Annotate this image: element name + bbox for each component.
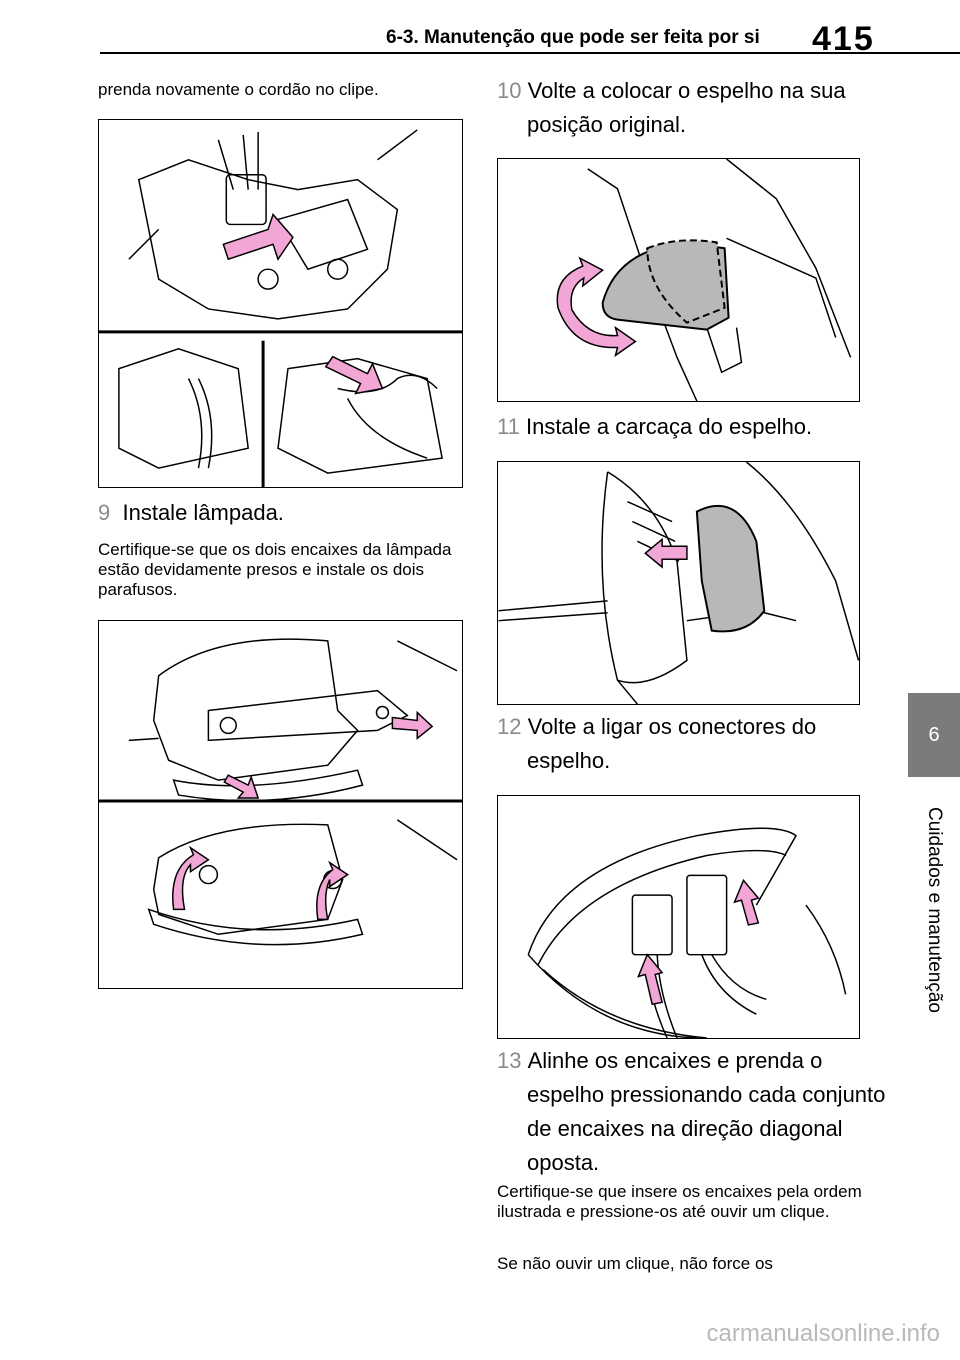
step-13-number: 13 xyxy=(497,1048,522,1073)
figure-mirror-position-drawing xyxy=(556,159,852,401)
step-13-note-2: Se não ouvir um clique, não force os xyxy=(497,1254,773,1273)
step-11-title: Instale a carcaça do espelho. xyxy=(525,414,813,439)
step-12-number: 12 xyxy=(497,714,522,739)
step-9: 9 Instale lâmpada. xyxy=(98,496,463,530)
step-11-number: 11 xyxy=(497,414,520,439)
watermark: carmanualsonline.info xyxy=(706,1320,940,1347)
step-10-title: Volte a colocar o espelho na sua posição… xyxy=(527,78,846,137)
figure-mirror-position xyxy=(497,158,860,402)
intro-text: prenda novamente o cordão no clipe. xyxy=(98,80,379,99)
step-12-title: Volte a ligar os conectores do espelho. xyxy=(527,714,817,773)
chapter-label: Cuidados e manutenção xyxy=(908,780,960,1040)
step-13-note-1: Certifique-se que insere os encaixes pel… xyxy=(497,1182,862,1221)
section-title: 6-3. Manutenção que pode ser feita por s… xyxy=(386,27,760,48)
figure-cord-clip-drawing xyxy=(99,129,462,487)
step-13-title: Alinhe os encaixes e prenda o espelho pr… xyxy=(527,1048,886,1175)
step-10: 10 Volte a colocar o espelho na sua posi… xyxy=(497,74,892,142)
step-9-note: Certifique-se que os dois encaixes da lâ… xyxy=(98,540,452,599)
header-rule xyxy=(100,52,960,54)
step-9-number: 9 xyxy=(98,500,111,525)
figure-mirror-housing-drawing xyxy=(498,462,859,704)
step-11: 11 Instale a carcaça do espelho. xyxy=(497,410,892,444)
chapter-tab[interactable]: 6 xyxy=(908,693,960,777)
chapter-number: 6 xyxy=(928,723,940,746)
chapter-label-text: Cuidados e manutenção xyxy=(924,807,946,1013)
step-12: 12 Volte a ligar os conectores do espelh… xyxy=(497,710,892,778)
step-10-number: 10 xyxy=(497,78,522,103)
figure-install-bulb-drawing xyxy=(99,638,462,946)
page-number: 415 xyxy=(812,20,875,58)
figure-connectors xyxy=(497,795,860,1039)
figure-connectors-drawing xyxy=(527,827,847,1038)
figure-mirror-housing xyxy=(497,461,860,705)
step-9-title: Instale lâmpada. xyxy=(122,500,284,525)
figure-install-bulb xyxy=(98,620,463,989)
step-13: 13 Alinhe os encaixes e prenda o espelho… xyxy=(497,1044,892,1180)
figure-cord-clip xyxy=(98,119,463,488)
